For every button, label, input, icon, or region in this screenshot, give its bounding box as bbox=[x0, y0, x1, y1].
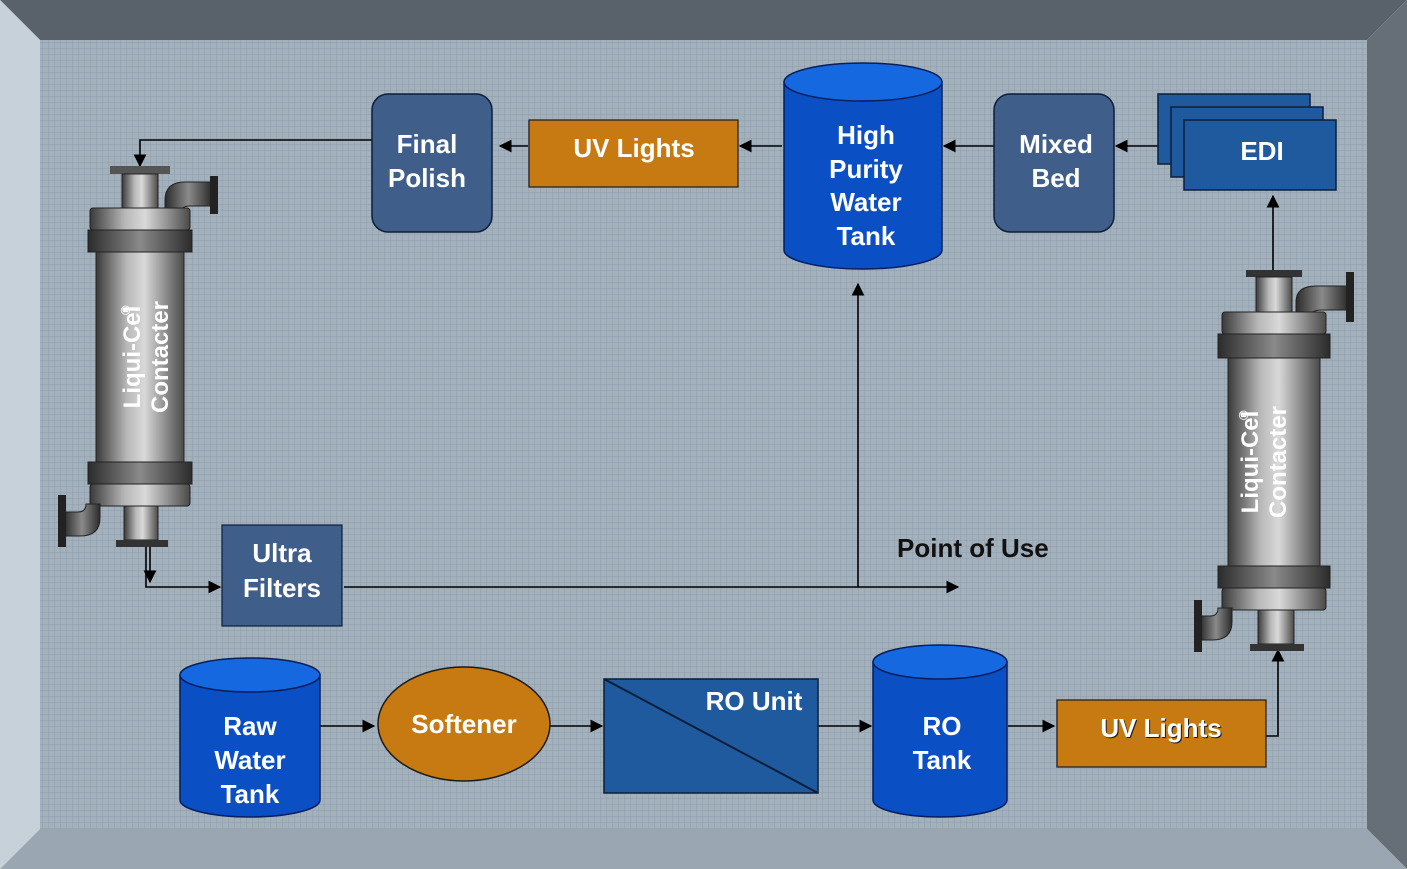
softener: Softener bbox=[377, 666, 551, 782]
raw-water-tank: Raw Water Tank bbox=[179, 657, 321, 818]
final-polish-label-1: Final bbox=[397, 129, 458, 159]
mixed-bed-label-2: Bed bbox=[1031, 163, 1080, 193]
right-contactor-registered: ® bbox=[1236, 410, 1251, 420]
uv-lights-bottom-shadow: UV Lights bbox=[1101, 714, 1222, 744]
arrow-polish-to-contactor bbox=[133, 139, 372, 168]
edi-label: EDI bbox=[1240, 136, 1283, 166]
right-contactor-label-1: Liqui-Cel bbox=[1237, 411, 1264, 514]
softener-label: Softener bbox=[411, 709, 516, 739]
left-top-flange bbox=[110, 166, 170, 174]
liqui-cel-contactor-left: Liqui-Cel ® Contacter bbox=[58, 166, 218, 547]
edi-stack: EDI bbox=[1157, 93, 1337, 191]
final-polish: Final Polish bbox=[371, 93, 493, 233]
ultra-filters-label-2: Filters bbox=[243, 573, 321, 603]
ultra-filters-label-1: Ultra bbox=[252, 538, 312, 568]
raw-water-tank-label-2: Water bbox=[214, 745, 285, 775]
left-contactor-label-1: Liqui-Cel bbox=[119, 306, 146, 409]
uv-lights-top-label: UV Lights bbox=[573, 133, 694, 163]
liqui-cel-contactor-right: Liqui-Cel ® Contacter bbox=[1194, 270, 1354, 652]
point-of-use-label: Point of Use bbox=[897, 533, 1049, 563]
left-contactor-registered: ® bbox=[118, 305, 133, 315]
ro-unit: RO Unit bbox=[603, 678, 819, 794]
right-contactor-label-2: Contacter bbox=[1265, 406, 1292, 518]
hpwt-label-2: Purity bbox=[829, 154, 903, 184]
left-contactor-label-2: Contacter bbox=[147, 301, 174, 413]
arrow-contactor-to-ultrafilters bbox=[145, 546, 222, 594]
ro-tank-label-2: Tank bbox=[913, 745, 972, 775]
hpwt-label-1: High bbox=[837, 120, 895, 150]
mixed-bed: Mixed Bed bbox=[993, 93, 1115, 233]
raw-water-tank-label-3: Tank bbox=[221, 779, 280, 809]
high-purity-water-tank: High Purity Water Tank bbox=[783, 62, 943, 270]
ro-tank: RO Tank bbox=[872, 644, 1008, 818]
uv-lights-bottom-label: UV Lights bbox=[1100, 713, 1221, 743]
uv-lights-bottom: UV Lights UV Lights bbox=[1056, 699, 1267, 768]
ultra-filters: Ultra Filters bbox=[221, 524, 343, 627]
mixed-bed-label-1: Mixed bbox=[1019, 129, 1093, 159]
arrow-uv-to-contactor bbox=[1266, 648, 1285, 737]
final-polish-label-2: Polish bbox=[388, 163, 466, 193]
raw-water-tank-label-1: Raw bbox=[223, 711, 277, 741]
flow-lines bbox=[133, 139, 1285, 737]
hpwt-label-4: Tank bbox=[837, 221, 896, 251]
uv-lights-top: UV Lights bbox=[528, 119, 739, 188]
hpwt-label-3: Water bbox=[830, 187, 901, 217]
ro-unit-label: RO Unit bbox=[706, 686, 803, 716]
ro-tank-label-1: RO bbox=[923, 711, 962, 741]
